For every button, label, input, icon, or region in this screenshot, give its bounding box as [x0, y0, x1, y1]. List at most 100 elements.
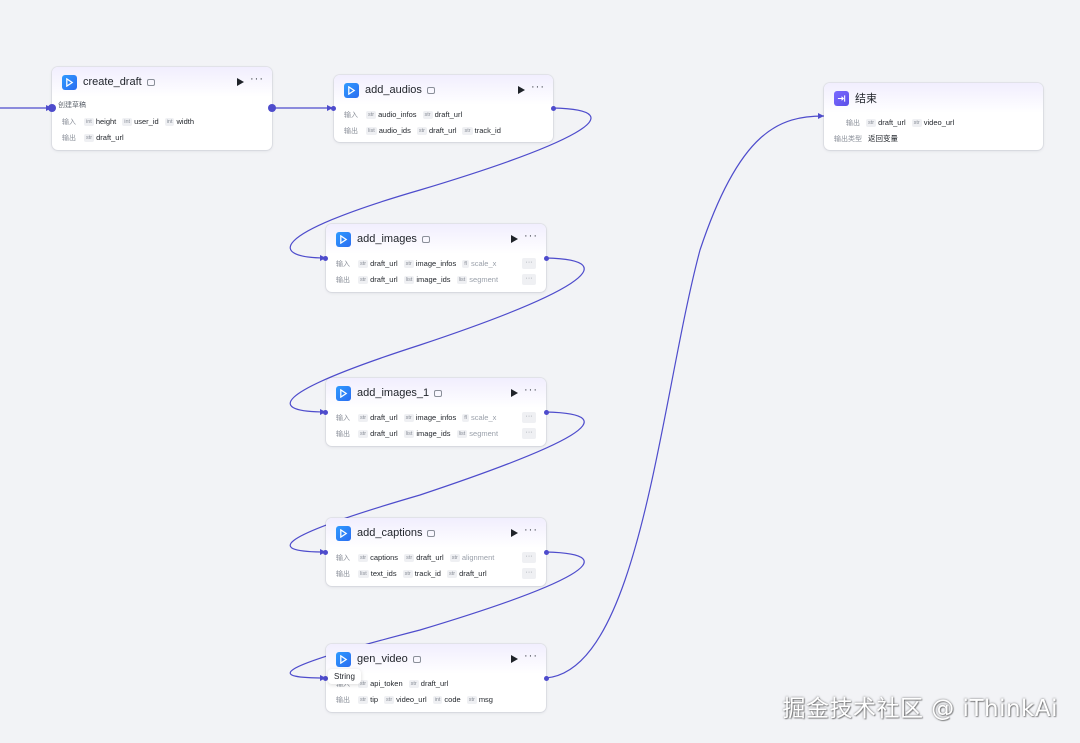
node-header: create_draft ···: [52, 67, 272, 97]
run-icon[interactable]: [518, 86, 525, 94]
node-title: gen_video: [357, 653, 408, 665]
output-type-value: 返回变量: [868, 134, 898, 143]
output-port[interactable]: [544, 550, 549, 555]
more-icon[interactable]: ···: [524, 230, 538, 242]
watermark: 掘金技术社区 @ iThinkAi: [782, 696, 1058, 722]
output-label: 输出: [62, 134, 76, 142]
plugin-icon: [336, 525, 351, 541]
more-params-button[interactable]: ···: [522, 274, 536, 285]
run-icon[interactable]: [237, 78, 244, 86]
more-icon[interactable]: ···: [531, 81, 545, 93]
output-type-label: 输出类型: [834, 135, 862, 143]
more-icon[interactable]: ···: [524, 384, 538, 396]
input-port[interactable]: [323, 676, 328, 681]
input-label: 输入: [336, 554, 350, 562]
input-label: 输入: [336, 260, 350, 268]
more-params-button[interactable]: ···: [522, 552, 536, 563]
input-port[interactable]: [48, 104, 56, 112]
output-port[interactable]: [268, 104, 276, 112]
badge-icon: [146, 78, 155, 86]
input-label: 输入: [344, 111, 358, 119]
node-header: 结束: [824, 83, 1043, 113]
input-port[interactable]: [323, 550, 328, 555]
more-params-button[interactable]: ···: [522, 568, 536, 579]
more-icon[interactable]: ···: [524, 650, 538, 662]
plugin-icon: [336, 231, 351, 247]
node-header: add_images ···: [326, 224, 546, 254]
input-label: 输入: [336, 414, 350, 422]
more-params-button[interactable]: ···: [522, 412, 536, 423]
more-icon[interactable]: ···: [250, 73, 264, 85]
plugin-icon: [336, 651, 351, 667]
badge-icon: [426, 86, 435, 94]
more-params-button[interactable]: ···: [522, 258, 536, 269]
output-port[interactable]: [544, 256, 549, 261]
input-port[interactable]: [331, 106, 336, 111]
run-icon[interactable]: [511, 235, 518, 243]
output-label: 输出: [846, 119, 860, 127]
node-title: add_images: [357, 233, 417, 245]
input-port[interactable]: [323, 256, 328, 261]
output-label: 输出: [336, 276, 350, 284]
exit-icon: [834, 90, 849, 106]
more-params-button[interactable]: ···: [522, 428, 536, 439]
node-title: add_audios: [365, 84, 422, 96]
output-port[interactable]: [551, 106, 556, 111]
input-port[interactable]: [323, 410, 328, 415]
plugin-icon: [344, 82, 359, 98]
output-port[interactable]: [544, 676, 549, 681]
plugin-icon: [336, 385, 351, 401]
output-port[interactable]: [544, 410, 549, 415]
badge-icon: [434, 389, 443, 397]
node-title: 结束: [855, 93, 877, 105]
run-icon[interactable]: [511, 389, 518, 397]
more-icon[interactable]: ···: [524, 524, 538, 536]
badge-icon: [412, 655, 421, 663]
run-icon[interactable]: [511, 655, 518, 663]
input-label: 输入: [62, 118, 76, 126]
run-icon[interactable]: [511, 529, 518, 537]
node-header: gen_video ···: [326, 644, 546, 674]
